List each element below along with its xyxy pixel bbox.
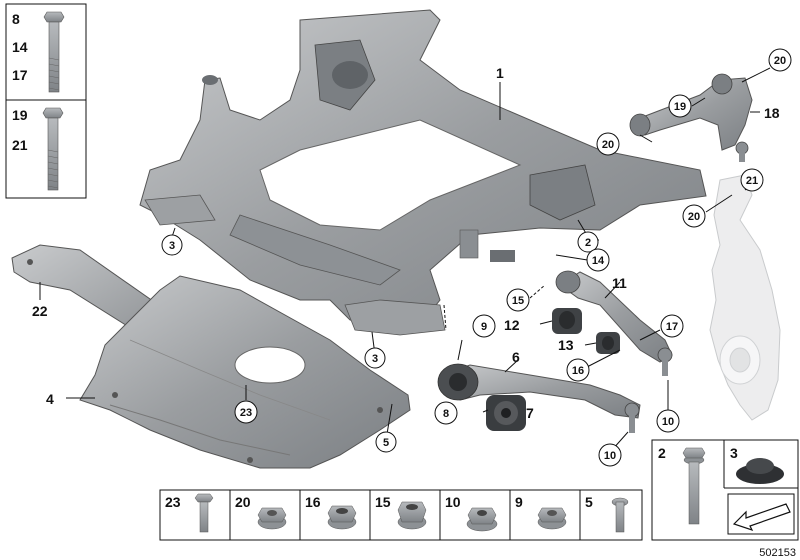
callout-circle-15: 15 (506, 288, 530, 312)
tension-strut (437, 363, 641, 433)
legend-cell-15: 15 (375, 494, 427, 530)
inset-label-14: 14 (12, 39, 28, 55)
svg-text:9: 9 (515, 494, 523, 510)
svg-text:10: 10 (604, 450, 616, 462)
callout-circle-8: 8 (434, 401, 458, 425)
svg-text:16: 16 (572, 365, 584, 377)
rubber-cap-icon (736, 458, 784, 484)
flange-bolt-icon (682, 447, 706, 525)
callout-circle-3a: 3 (161, 234, 183, 256)
rubber-mount-12 (552, 308, 582, 334)
bolt-icon (194, 493, 214, 533)
svg-text:16: 16 (305, 494, 321, 510)
svg-text:15: 15 (512, 295, 524, 307)
callout-labels: 1 22 4 6 7 12 13 11 18 (32, 65, 780, 421)
legend-cell-9: 9 (515, 494, 567, 530)
callout-6: 6 (512, 349, 520, 365)
callout-circle-21: 21 (740, 168, 764, 192)
callout-circle-3b: 3 (364, 347, 386, 369)
rubber-bushing-7 (486, 395, 526, 431)
callout-circle-20c: 20 (682, 204, 706, 228)
callout-circle-23: 23 (234, 400, 258, 424)
lock-nut-icon (397, 501, 427, 530)
callout-18: 18 (764, 105, 780, 121)
legend-cell-20: 20 (235, 494, 287, 530)
diagram-id: 502153 (759, 547, 796, 559)
callout-circle-16: 16 (566, 358, 590, 382)
svg-text:15: 15 (375, 494, 391, 510)
svg-text:20: 20 (235, 494, 251, 510)
inset-label-21: 21 (12, 137, 28, 153)
svg-text:9: 9 (481, 321, 487, 333)
svg-text:10: 10 (445, 494, 461, 510)
svg-text:8: 8 (443, 408, 449, 420)
callout-22: 22 (32, 303, 48, 319)
legend-cell-23: 23 (165, 493, 214, 533)
legend-label-3: 3 (730, 445, 738, 461)
callout-1: 1 (496, 65, 504, 81)
svg-text:19: 19 (674, 101, 686, 113)
short-bolt-icon (42, 107, 64, 191)
screw-icon (611, 497, 629, 533)
inset-label-17: 17 (12, 67, 28, 83)
legend-cell-16: 16 (305, 494, 357, 530)
flange-nut-icon (257, 507, 287, 530)
inset-label-19: 19 (12, 107, 28, 123)
svg-text:2: 2 (585, 237, 591, 249)
svg-text:20: 20 (602, 139, 614, 151)
right-legend: 2 3 (651, 439, 799, 541)
legend-cell-5: 5 (585, 494, 629, 533)
svg-text:3: 3 (169, 240, 175, 252)
callout-circle-19: 19 (668, 94, 692, 118)
callout-13: 13 (558, 337, 574, 353)
fastener-legend: 23 20 16 15 (159, 489, 643, 541)
wishbone-lower (555, 270, 673, 376)
callout-circle-2: 2 (577, 231, 599, 253)
callout-circle-14: 14 (586, 248, 610, 272)
underbody-protection-plate (79, 275, 411, 469)
svg-text:10: 10 (662, 416, 674, 428)
callout-4: 4 (46, 391, 54, 407)
callout-12: 12 (504, 317, 520, 333)
svg-text:17: 17 (666, 321, 678, 333)
svg-text:20: 20 (774, 55, 786, 67)
leader-lines (39, 67, 771, 451)
long-bolt-icon (43, 11, 65, 93)
inset-label-8: 8 (12, 11, 20, 27)
callout-circle-5: 5 (375, 431, 397, 453)
steering-knuckle (709, 174, 781, 421)
legend-cell-10: 10 (445, 494, 498, 532)
legend-label-2: 2 (658, 445, 666, 461)
front-axle-subframe (139, 9, 707, 336)
inset-bolt-long: 8 14 17 (5, 3, 87, 101)
inset-bolt-short: 19 21 (5, 99, 87, 199)
rubber-mount-13 (596, 332, 620, 354)
collar-nut-icon (466, 507, 498, 532)
svg-text:5: 5 (585, 494, 593, 510)
svg-text:23: 23 (240, 407, 252, 419)
callout-circle-9: 9 (472, 314, 496, 338)
svg-text:20: 20 (688, 211, 700, 223)
callout-circle-20b: 20 (596, 132, 620, 156)
callout-circle-10b: 10 (598, 443, 622, 467)
hex-nut-icon (327, 505, 357, 530)
callout-circle-20a: 20 (768, 48, 792, 72)
svg-text:5: 5 (383, 437, 389, 449)
callout-circle-10a: 10 (656, 409, 680, 433)
direction-arrow-icon (727, 493, 795, 535)
callout-7: 7 (526, 405, 534, 421)
upper-wishbone (629, 73, 753, 162)
circled-callouts: 3 3 2 14 15 9 8 16 17 10 10 5 23 20 19 2… (161, 48, 792, 467)
svg-text:21: 21 (746, 175, 758, 187)
svg-text:3: 3 (372, 353, 378, 365)
svg-text:14: 14 (592, 255, 605, 267)
svg-text:23: 23 (165, 494, 181, 510)
callout-11: 11 (612, 275, 627, 291)
nut-icon (537, 507, 567, 530)
callout-circle-17: 17 (660, 314, 684, 338)
